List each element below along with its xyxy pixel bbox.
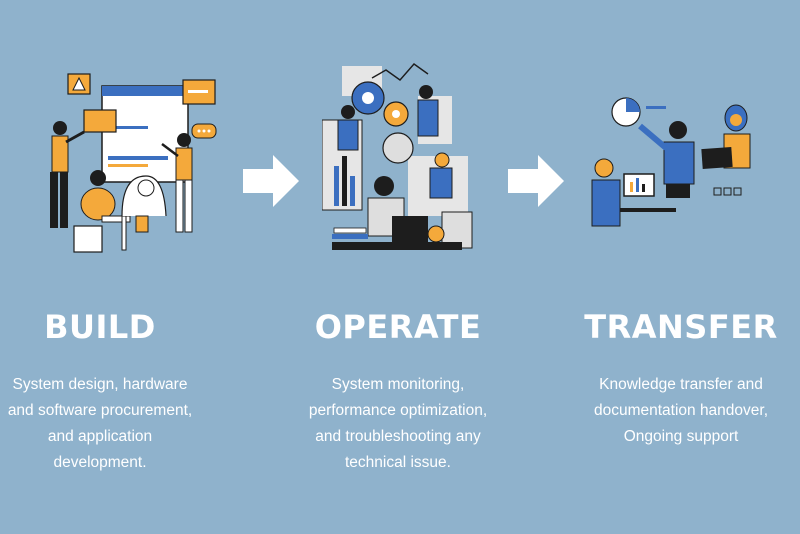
stage-title-build: BUILD — [44, 308, 156, 346]
transfer-team-icon — [591, 97, 751, 227]
stage-description-build: System design, hardware and software pro… — [7, 376, 193, 471]
arrow-right-icon — [243, 155, 299, 207]
stage-title-transfer: TRANSFER — [584, 308, 778, 346]
arrow-right-icon — [508, 155, 564, 207]
build-team-icon — [50, 73, 217, 253]
operate-team-icon — [322, 63, 473, 250]
stage-description-operate: System monitoring, performance optimizat… — [308, 376, 488, 471]
stage-description-transfer: Knowledge transfer and documentation han… — [593, 376, 769, 445]
stage-title-operate: OPERATE — [314, 308, 482, 346]
